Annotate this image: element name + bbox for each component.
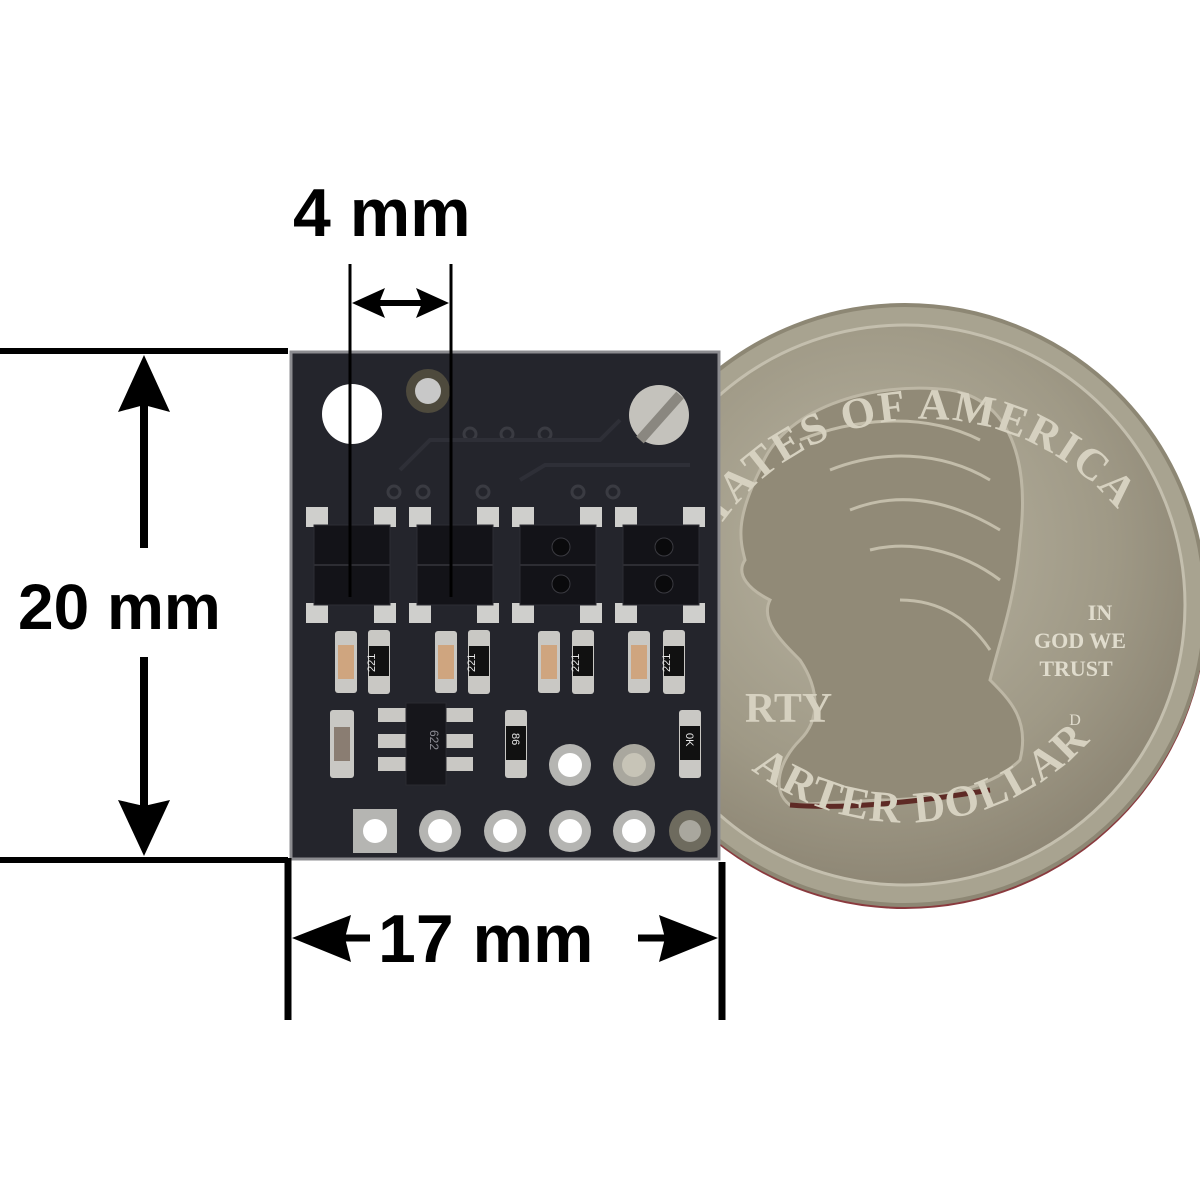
- resistor-marking: 221: [466, 654, 478, 672]
- resistor-marking: 221: [661, 654, 673, 672]
- resistor-marking: 221: [570, 654, 582, 672]
- arrow-down-icon: [118, 800, 170, 856]
- header-pin-row: [353, 809, 711, 853]
- passive-components-row: [335, 630, 685, 694]
- coin-left-inscription: RTY: [745, 686, 832, 732]
- height-dimension-line: [0, 348, 288, 863]
- resistor-marking: 221: [366, 654, 378, 672]
- arrow-left-icon: [292, 915, 351, 962]
- spacing-dimension-line: [348, 264, 453, 597]
- resistor-marking: 86: [509, 733, 521, 745]
- coin-motto-line2: GOD WE: [1034, 628, 1126, 653]
- reflectance-sensors: [306, 507, 705, 623]
- arrow-up-icon: [118, 355, 170, 412]
- coin-motto-line1: IN: [1088, 600, 1113, 625]
- coin-mint-mark: D: [1069, 712, 1081, 729]
- arrow-left-icon: [352, 288, 385, 318]
- coin-motto-line3: TRUST: [1039, 656, 1113, 681]
- width-label: 17 mm: [378, 901, 594, 977]
- mounting-hole: [322, 384, 382, 444]
- arrow-right-icon: [416, 288, 449, 318]
- arrow-right-icon: [659, 915, 718, 962]
- resistor-marking: 0K: [683, 733, 695, 747]
- via-pad: [415, 378, 441, 404]
- width-dimension-line: [284, 858, 726, 1020]
- spacing-label: 4 mm: [293, 175, 471, 251]
- height-label: 20 mm: [18, 571, 221, 643]
- ic-marking: 622: [427, 730, 441, 750]
